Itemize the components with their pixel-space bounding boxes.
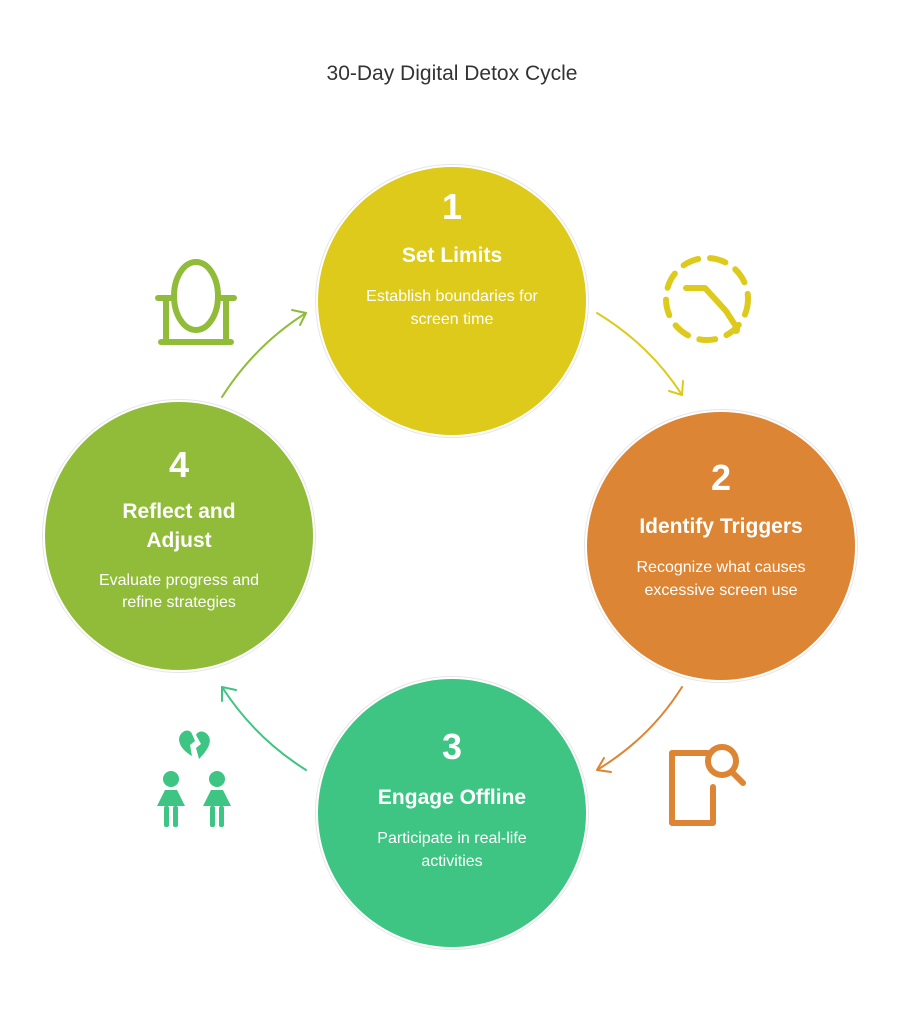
step-3-title: Engage Offline — [377, 786, 527, 809]
step-2-desc-line2: excessive screen use — [644, 581, 798, 599]
arrow-3-to-4 — [221, 686, 307, 771]
arrow-1-to-2 — [596, 312, 684, 396]
broken-heart-people-icon — [157, 730, 231, 827]
step-3-desc-line1: Participate in real-life — [377, 830, 527, 848]
step-2-title: Identify Triggers — [639, 515, 803, 538]
step-4-number: 4 — [168, 444, 190, 485]
clock-dashed-icon — [663, 255, 751, 343]
step-2-circle: 2 Identify Triggers Recognize what cause… — [587, 412, 855, 680]
arrow-2-to-3 — [596, 686, 683, 773]
step-4-circle: 4 Reflect and Adjust Evaluate progress a… — [45, 402, 313, 670]
step-2-desc-line1: Recognize what causes — [636, 559, 806, 577]
mirror-icon — [155, 259, 237, 345]
phone-search-icon — [669, 744, 746, 826]
step-1-number: 1 — [441, 186, 463, 227]
step-3-desc-line2: activities — [421, 852, 483, 870]
diagram-title: 30-Day Digital Detox Cycle — [326, 62, 578, 85]
step-3-number: 3 — [441, 726, 463, 767]
step-1-title: Set Limits — [401, 244, 503, 267]
step-4-desc-line1: Evaluate progress and — [98, 571, 260, 589]
step-3-circle: 3 Engage Offline Participate in real-lif… — [318, 679, 586, 947]
step-2-number: 2 — [710, 457, 732, 498]
step-1-circle: 1 Set Limits Establish boundaries for sc… — [318, 167, 586, 435]
arrow-4-to-1 — [221, 309, 307, 398]
step-4-title-line2: Adjust — [146, 529, 212, 553]
step-4-title-line1: Reflect and — [122, 500, 236, 523]
step-1-desc-line1: Establish boundaries for — [366, 288, 538, 306]
step-4-desc-line2: refine strategies — [122, 594, 236, 612]
step-1-desc-line2: screen time — [410, 310, 494, 328]
